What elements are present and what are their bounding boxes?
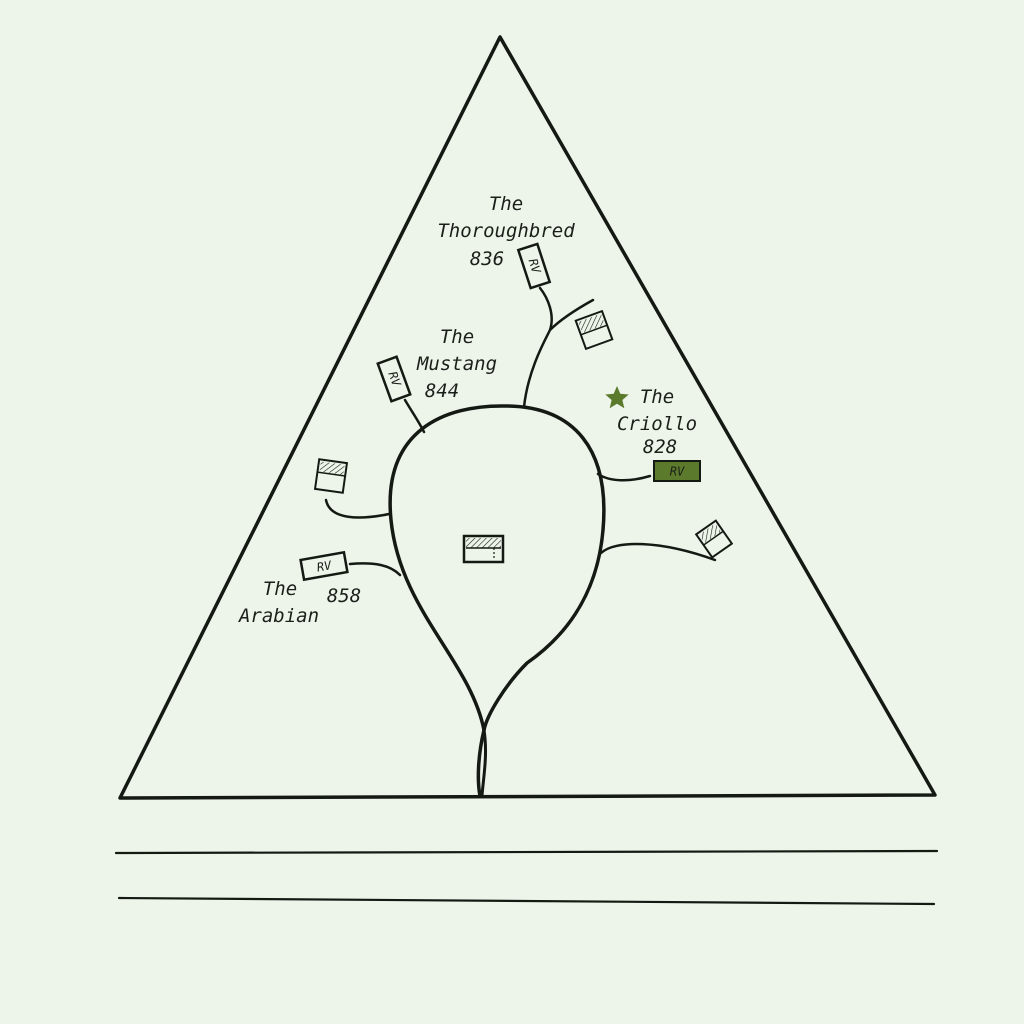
rv-label: RV — [670, 465, 685, 479]
rv-label: RV — [526, 257, 544, 276]
loop-road — [388, 404, 606, 732]
site-number: 858 — [327, 585, 361, 607]
rv-site-arabian[interactable]: RV — [299, 550, 349, 582]
entry-road-left — [476, 728, 486, 798]
spur-left-upper — [324, 498, 391, 519]
cabin-site-right-lower[interactable] — [694, 519, 734, 559]
spur-criollo — [596, 472, 652, 482]
rv-label: RV — [385, 370, 403, 389]
spur-thoroughbred — [522, 286, 553, 409]
site-label-line1: The — [640, 386, 674, 408]
spur-right-lower — [599, 542, 717, 562]
road-line-upper — [114, 849, 939, 855]
site-label-line2: Thoroughbred — [437, 220, 575, 242]
road-line-lower — [117, 896, 936, 906]
site-label-criollo: The Criollo 828 — [617, 386, 697, 458]
entry-road-right — [480, 728, 487, 798]
rv-label: RV — [316, 558, 333, 574]
center-building — [462, 534, 505, 564]
site-number: 836 — [470, 248, 504, 270]
rv-site-thoroughbred[interactable]: RV — [516, 242, 552, 290]
site-label-thoroughbred: The Thoroughbred 836 — [437, 193, 575, 270]
spur-upper-right — [548, 298, 595, 332]
rv-site-mustang[interactable]: RV — [376, 355, 412, 403]
spur-arabian — [348, 562, 402, 577]
rv-site-criollo[interactable]: RV — [653, 460, 701, 482]
site-label-line1: The — [263, 578, 297, 600]
site-label-arabian: The 858 Arabian — [238, 578, 361, 627]
star-icon — [605, 386, 629, 409]
site-label-line2: Mustang — [416, 353, 497, 375]
cabin-site-left[interactable] — [313, 458, 349, 494]
spur-mustang — [403, 398, 426, 434]
site-label-mustang: The Mustang 844 — [416, 326, 497, 402]
site-label-line1: The — [489, 193, 523, 215]
site-label-line1: The — [440, 326, 474, 348]
site-label-line2: Arabian — [238, 605, 319, 627]
cabin-site-upper-right[interactable] — [574, 309, 614, 351]
site-number: 844 — [425, 380, 459, 402]
site-label-line2: Criollo — [617, 413, 697, 435]
site-number: 828 — [643, 436, 677, 458]
triangle-boundary — [118, 35, 937, 800]
